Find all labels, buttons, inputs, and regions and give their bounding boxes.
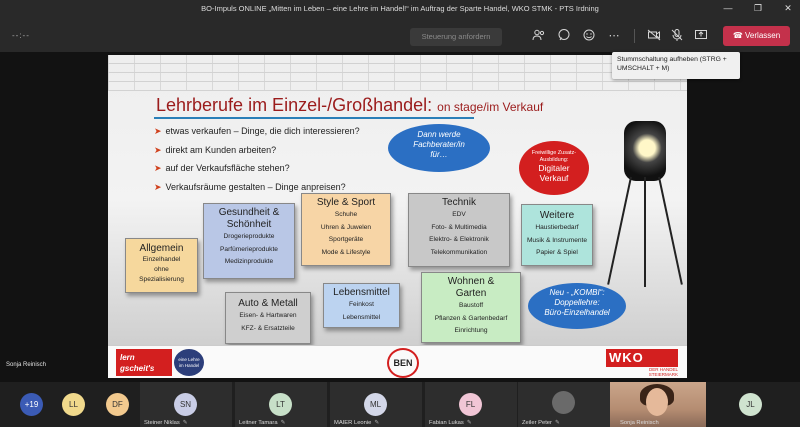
- participant-avatar: SN: [174, 393, 197, 416]
- participant-tile[interactable]: LT Leitner Tamara✎: [235, 382, 327, 427]
- stage-spotlight-image: [607, 121, 683, 287]
- close-icon[interactable]: ✕: [784, 2, 792, 13]
- arrow-icon: ➤: [154, 163, 162, 173]
- participant-avatar[interactable]: JL: [739, 393, 762, 416]
- participant-name: MAIER Leonie: [334, 420, 372, 426]
- participant-tile[interactable]: Zeiler Peter✎: [518, 382, 610, 427]
- fachberater-bubble: Dann werde Fachberater/in für…: [388, 124, 490, 172]
- category-box-lebensmittel: Lebensmittel Feinkost Lebensmittel: [323, 283, 400, 328]
- window-controls: — ❐ ✕: [722, 2, 794, 14]
- presentation-slide: Lehrberufe im Einzel-/Großhandel: on sta…: [108, 55, 687, 378]
- share-screen-icon[interactable]: [692, 28, 710, 44]
- tooltip-line-2: UMSCHALT + M): [617, 65, 670, 72]
- participant-avatar: FL: [459, 393, 482, 416]
- participant-tile[interactable]: SN Steiner Niklas✎: [140, 382, 232, 427]
- digital-verkauf-badge: Freiwillige Zusatz- Ausbildung: Digitale…: [519, 141, 589, 195]
- self-video-tile[interactable]: Sonja Reinisch: [610, 382, 706, 427]
- category-box-technik: Technik EDV Foto- & Multimedia Elektro- …: [408, 193, 510, 267]
- slide-title-sub: on stage/im Verkauf: [437, 100, 544, 114]
- participant-avatar[interactable]: LL: [62, 393, 85, 416]
- participant-name: Steiner Niklas: [144, 420, 180, 426]
- participant-name: Fabian Lukas: [429, 420, 464, 426]
- unmute-tooltip: Stummschaltung aufheben (STRG + UMSCHALT…: [612, 52, 740, 79]
- bullet-item: ➤auf der Verkaufsfläche stehen?: [154, 163, 290, 173]
- maximize-icon[interactable]: ❐: [753, 2, 763, 13]
- category-box-allgemein: Allgemein Einzelhandel ohne Spezialisier…: [125, 238, 198, 293]
- window-title: BO-Impuls ONLINE „Mitten im Leben – eine…: [201, 4, 599, 13]
- category-box-style-sport: Style & Sport Schuhe Uhren & Juwelen Spo…: [301, 193, 391, 266]
- mic-muted-icon: ✎: [374, 420, 380, 426]
- mic-muted-icon: ✎: [466, 420, 472, 426]
- mic-muted-icon: ✎: [554, 420, 560, 426]
- window-titlebar: BO-Impuls ONLINE „Mitten im Leben – eine…: [0, 0, 800, 18]
- camera-off-icon[interactable]: [645, 28, 663, 44]
- participant-gallery: +19 LL DF SN Steiner Niklas✎ LT Leitner …: [0, 382, 800, 427]
- bullet-item: ➤etwas verkaufen – Dinge, die dich inter…: [154, 126, 360, 136]
- hang-up-icon: ☎: [732, 31, 743, 40]
- category-box-wohnen-garten: Wohnen & Garten Baustoff Pflanzen & Gart…: [421, 272, 521, 343]
- toolbar-divider: [634, 29, 635, 43]
- leave-label: Verlassen: [745, 31, 781, 40]
- bullet-list: ➤etwas verkaufen – Dinge, die dich inter…: [154, 122, 360, 196]
- leave-button[interactable]: ☎ Verlassen: [723, 26, 790, 46]
- self-name: Sonja Reinisch: [620, 420, 659, 426]
- wko-logo: WKO DER HANDEL STEIERMARK: [606, 349, 678, 377]
- participant-tile[interactable]: ML MAIER Leonie✎: [330, 382, 422, 427]
- ben-logo: BEN: [387, 348, 419, 378]
- slide-footer-logos: lern gscheit's eine Lehre im Handel BEN …: [108, 345, 687, 378]
- arrow-icon: ➤: [154, 181, 162, 192]
- reactions-icon[interactable]: [580, 28, 598, 44]
- participant-photo-avatar: [552, 391, 575, 414]
- participant-avatar[interactable]: DF: [106, 393, 129, 416]
- category-box-weitere: Weitere Haustierbedarf Musik & Instrumen…: [521, 204, 593, 266]
- slide-brick-background: [108, 55, 687, 91]
- lehre-im-handel-logo: eine Lehre im Handel: [174, 349, 204, 376]
- kombi-lehre-bubble: Neu - „KOMBI“: Doppellehre: Büro-Einzelh…: [528, 283, 626, 329]
- arrow-icon: ➤: [154, 144, 162, 155]
- participants-icon[interactable]: [530, 28, 548, 44]
- presenter-name-label: Sonja Reinisch: [6, 362, 47, 368]
- slide-title-main: Lehrberufe im Einzel-/Großhandel:: [156, 95, 433, 115]
- participant-tile[interactable]: FL Fabian Lukas✎: [425, 382, 517, 427]
- bullet-item: ➤direkt am Kunden arbeiten?: [154, 144, 277, 155]
- participant-avatar: LT: [269, 393, 292, 416]
- more-options-icon[interactable]: ⋯: [608, 30, 620, 42]
- more-participants-button[interactable]: +19: [20, 393, 43, 416]
- meeting-toolbar: --:-- Steuerung anfordern ⋯ ☎ Verlassen: [0, 18, 800, 52]
- bullet-item: ➤Verkaufsräume gestalten – Dinge anpreis…: [154, 181, 346, 192]
- request-control-button[interactable]: Steuerung anfordern: [410, 28, 502, 46]
- meeting-timer: --:--: [12, 31, 30, 40]
- participant-name: Zeiler Peter: [522, 420, 552, 426]
- participant-avatar: ML: [364, 393, 387, 416]
- tooltip-line-1: Stummschaltung aufheben (STRG +: [617, 56, 727, 63]
- microphone-muted-icon[interactable]: [668, 28, 686, 44]
- category-box-gesundheit: Gesundheit & Schönheit Drogerieprodukte …: [203, 203, 295, 279]
- slide-title: Lehrberufe im Einzel-/Großhandel: on sta…: [156, 95, 543, 116]
- mic-muted-icon: ✎: [280, 420, 286, 426]
- participant-name: Leitner Tamara: [239, 420, 278, 426]
- category-box-auto-metall: Auto & Metall Eisen- & Hartwaren KFZ- & …: [225, 292, 311, 344]
- minimize-icon[interactable]: —: [723, 3, 733, 13]
- title-underline: [154, 117, 474, 119]
- mic-muted-icon: ✎: [182, 420, 188, 426]
- lern-gscheits-logo: lern gscheit's: [116, 349, 172, 376]
- chat-icon[interactable]: [555, 28, 573, 44]
- arrow-icon: ➤: [154, 126, 162, 136]
